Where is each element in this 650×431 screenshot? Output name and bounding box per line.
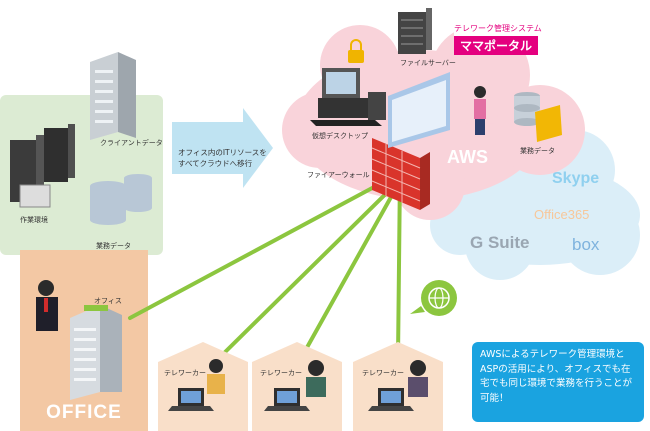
saas-cloud <box>430 130 640 280</box>
work-env-label: 作業環境 <box>20 216 48 224</box>
portal-badge: テレワーク管理システム ママポータル <box>454 23 542 55</box>
office-manager-icon <box>36 280 58 331</box>
portal-subtitle: テレワーク管理システム <box>454 24 542 33</box>
client-data-label: クライアントデータ <box>100 139 163 147</box>
work-env-monitor-icon <box>19 184 51 208</box>
teleworker-3-person-icon <box>368 360 428 411</box>
migration-text: オフィス内のITリソースをすべてクラウドへ移行 <box>178 148 267 168</box>
left-business-data-label: 業務データ <box>96 242 131 250</box>
cloud-database-icon <box>514 92 562 142</box>
teleworker-3-label: テレワーカー <box>362 369 404 377</box>
lock-icon <box>348 39 364 63</box>
work-env-server-icon <box>10 124 75 202</box>
virtual-desktop-label: 仮想デスクトップ <box>312 132 368 140</box>
box-label: box <box>572 235 600 254</box>
cloud-business-data-label: 業務データ <box>520 147 555 155</box>
skype-label: Skype <box>552 170 600 187</box>
virtual-desktop-icon <box>310 68 386 126</box>
office-building-icon <box>70 305 122 400</box>
house-2-icon <box>252 342 342 431</box>
teleworker-2-person-icon <box>264 360 326 411</box>
left-database-icon <box>90 174 152 225</box>
office365-label: Office365 <box>534 207 590 222</box>
client-data-building-icon <box>90 52 136 140</box>
file-server-label: ファイルサーバー <box>400 59 456 67</box>
portal-title: ママポータル <box>454 36 539 55</box>
firewall-icon <box>371 138 430 210</box>
internet-globe-icon <box>410 280 457 316</box>
teleworker-2-label: テレワーカー <box>260 369 302 377</box>
teleworker-1-label: テレワーカー <box>164 369 206 377</box>
office-small-label: オフィス <box>94 297 122 305</box>
portal-window-icon <box>388 72 450 148</box>
connection-lines <box>128 163 417 364</box>
admin-person-icon <box>474 86 486 135</box>
file-server-icon <box>398 8 432 54</box>
gsuite-label: G Suite <box>470 233 530 252</box>
teleworker-1-person-icon <box>168 359 225 411</box>
firewall-label: ファイアーウォール <box>307 171 370 179</box>
house-1-icon <box>158 342 248 431</box>
office-title: OFFICE <box>46 402 122 423</box>
info-box: AWSによるテレワーク管理環境とASPの活用により、オフィスでも在宅でも同じ環境… <box>472 342 644 422</box>
migration-arrow <box>172 108 273 188</box>
aws-label: AWS <box>447 147 489 167</box>
house-3-icon <box>353 342 443 431</box>
